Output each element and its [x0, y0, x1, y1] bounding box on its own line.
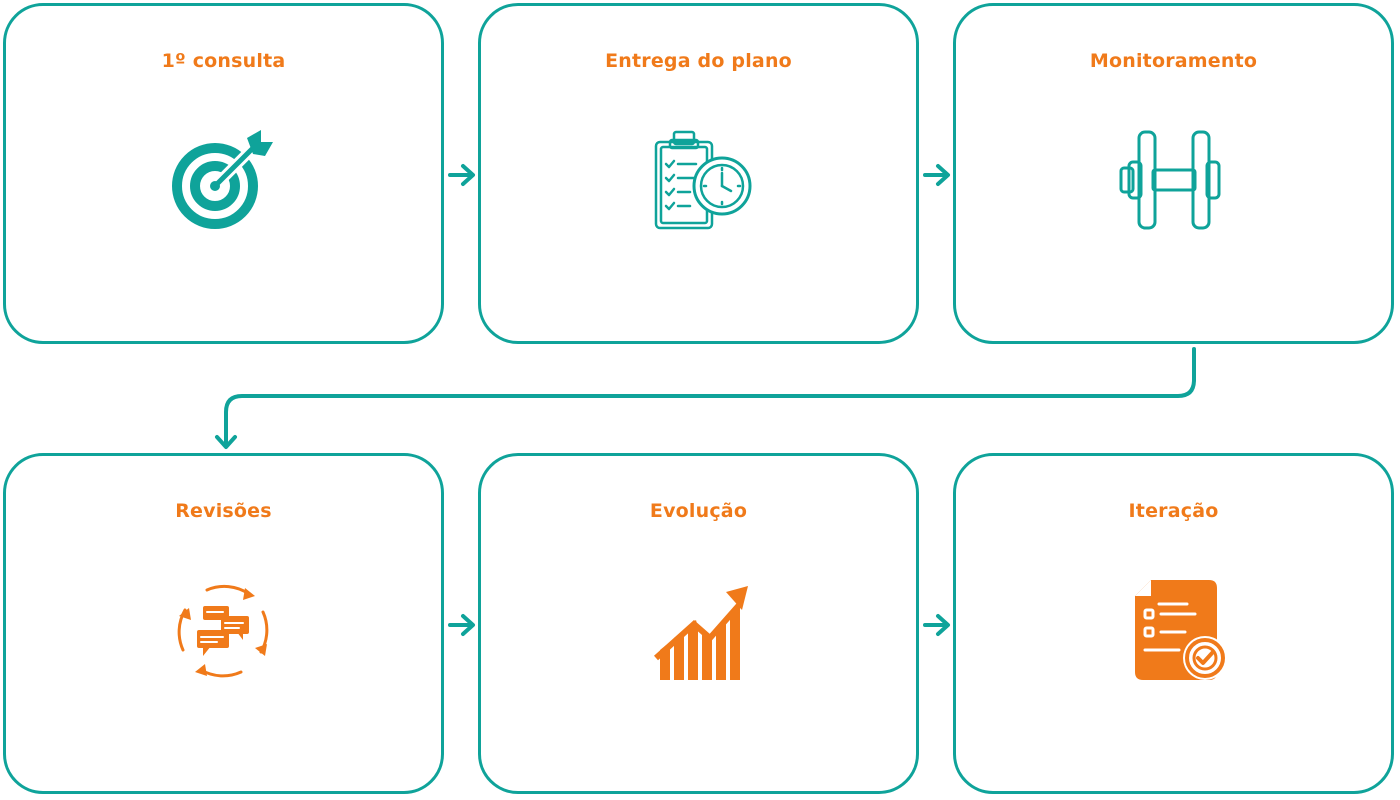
dumbbell-icon — [1119, 126, 1229, 236]
step-card-evolution: Evolução — [478, 453, 919, 794]
step-title: Evolução — [649, 500, 748, 522]
step-title: Entrega do plano — [605, 50, 792, 72]
step-card-iteration: Iteração — [953, 453, 1394, 794]
step-card-plan-delivery: Entrega do plano — [478, 3, 919, 344]
target-icon — [169, 126, 279, 236]
arrow-step1-to-step2 — [448, 164, 475, 186]
growth-chart-icon — [644, 576, 754, 686]
arrow-step4-to-step5 — [448, 614, 475, 636]
arrow-step5-to-step6 — [923, 614, 950, 636]
step-card-first-consultation: 1º consulta — [3, 3, 444, 344]
step-card-monitoring: Monitoramento — [953, 3, 1394, 344]
arrow-step2-to-step3 — [923, 164, 950, 186]
clipboard-clock-icon — [644, 126, 754, 236]
arrow-step3-to-step4 — [215, 347, 1196, 449]
step-card-reviews: Revisões — [3, 453, 444, 794]
chat-cycle-icon — [169, 576, 279, 686]
step-title: Monitoramento — [1089, 50, 1258, 72]
step-title: 1º consulta — [161, 50, 286, 72]
step-title: Iteração — [1128, 500, 1219, 522]
step-title: Revisões — [175, 500, 272, 522]
checklist-document-icon — [1119, 576, 1229, 686]
